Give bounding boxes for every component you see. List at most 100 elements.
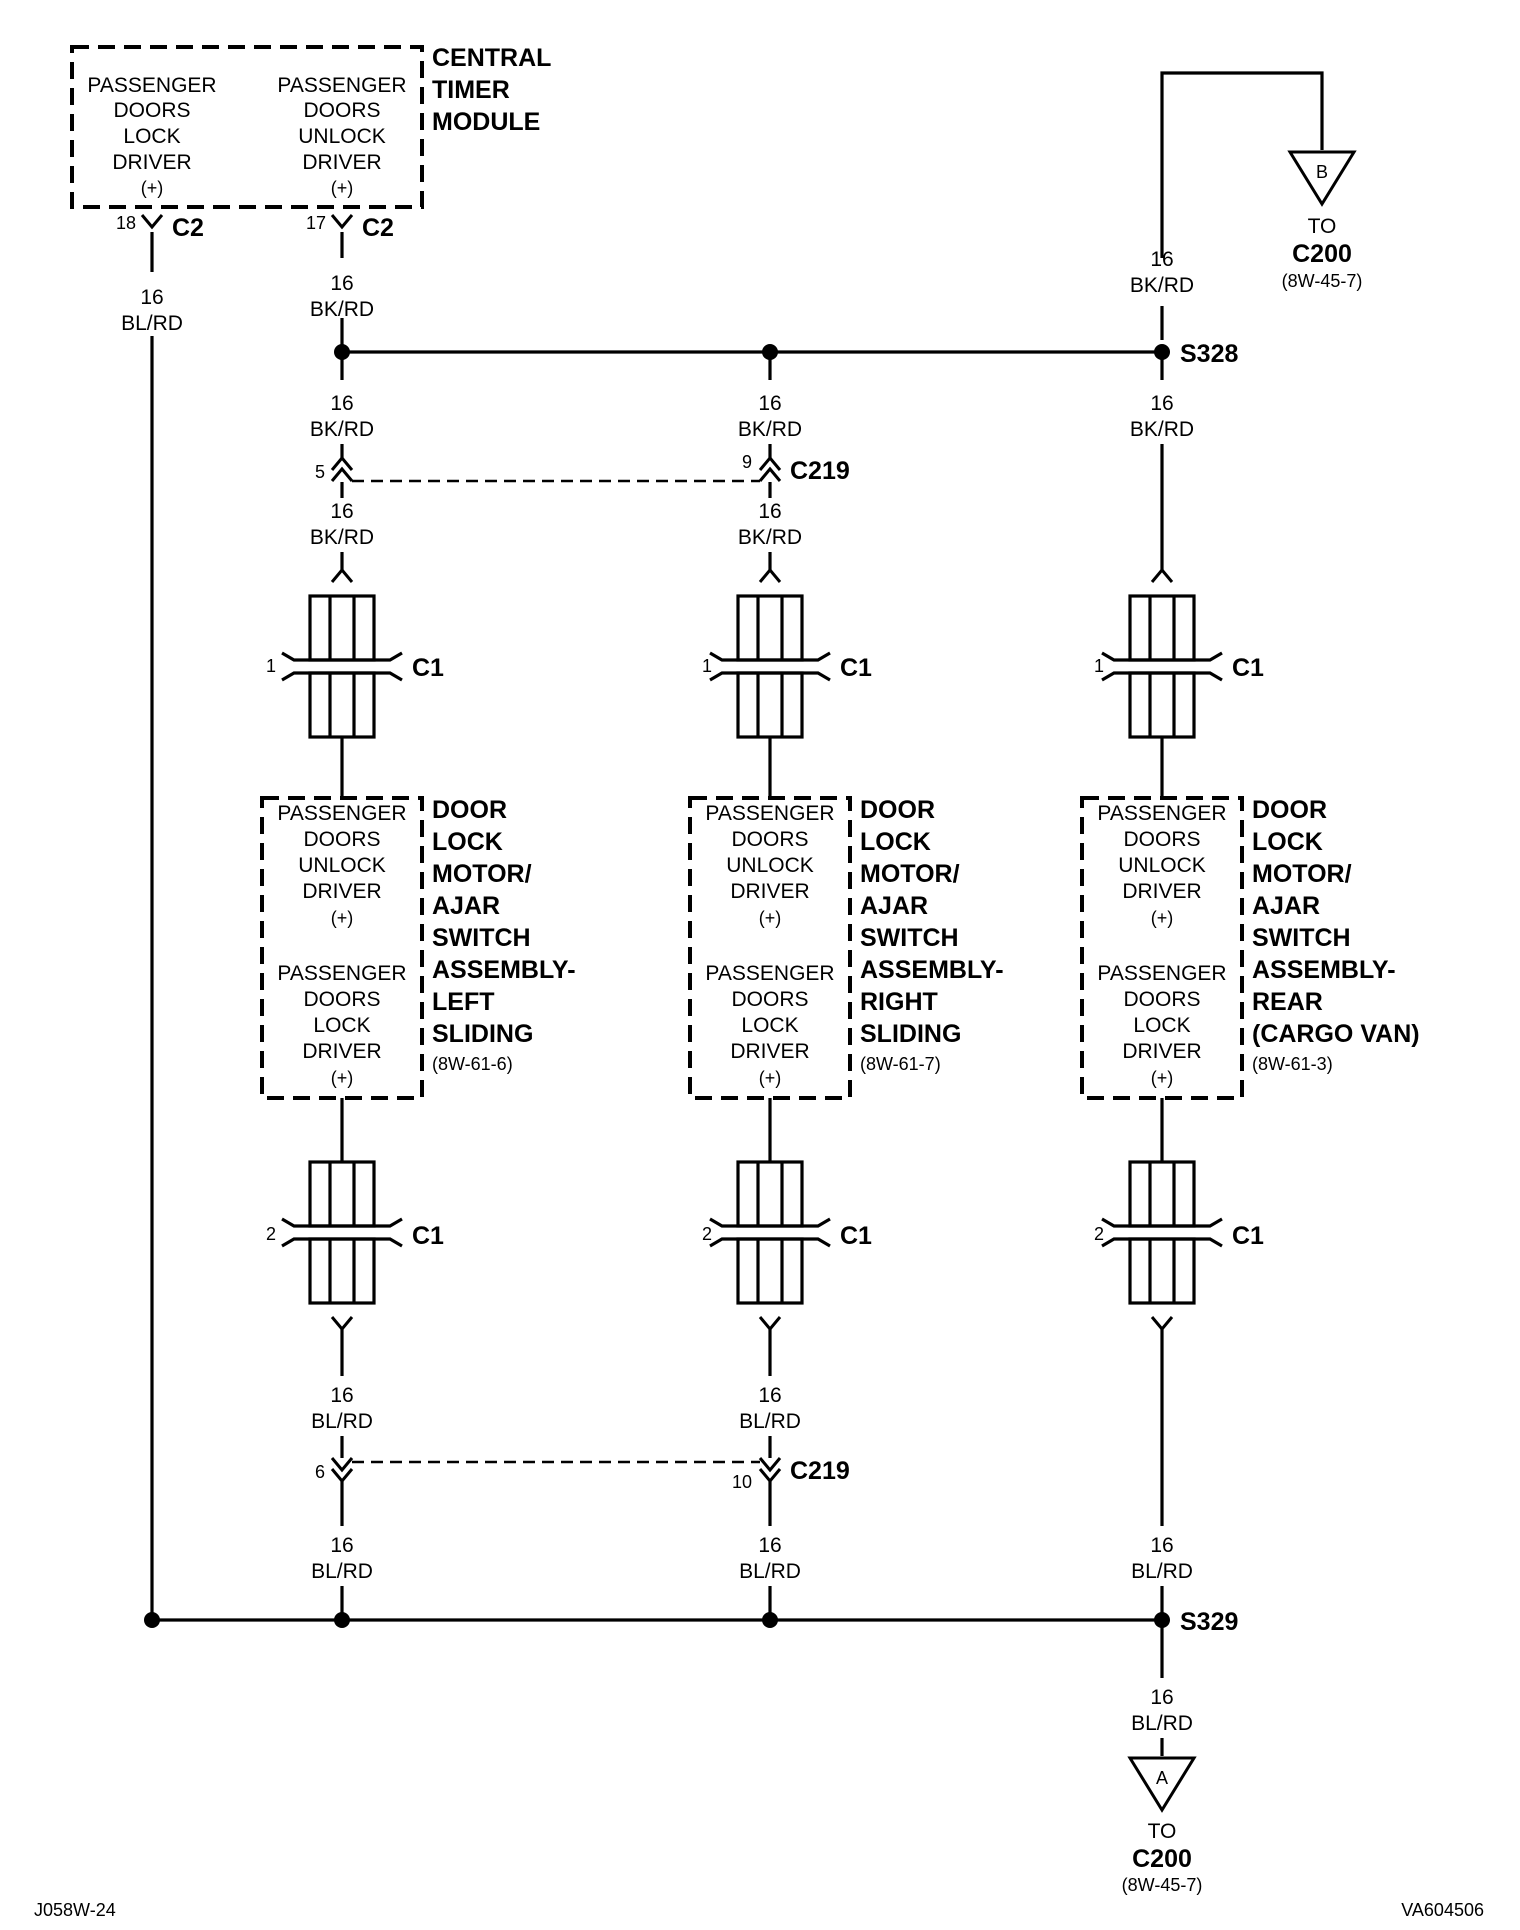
driver-polarity: (+) xyxy=(1151,1068,1174,1088)
wire-gauge: 16 xyxy=(758,392,781,415)
driver-label-line: DOORS xyxy=(303,99,380,122)
driver-polarity: (+) xyxy=(141,178,164,198)
unlock-wire-from-module: 16 BK/RD xyxy=(310,232,374,352)
pin-number: 18 xyxy=(116,213,136,233)
wire-color: BL/RD xyxy=(1131,1712,1193,1735)
driver-label-line: DOORS xyxy=(1123,988,1200,1011)
offpage-letter: B xyxy=(1316,162,1328,182)
wire-color: BL/RD xyxy=(121,312,183,335)
connector-block xyxy=(1128,671,1196,739)
motor-name-line: MOTOR/ xyxy=(860,860,960,888)
motor-name-line: DOOR xyxy=(432,796,507,824)
driver-label-line: UNLOCK xyxy=(298,854,386,877)
lock-wire-main: 16 BL/RD xyxy=(121,232,183,1620)
driver-label-line: DRIVER xyxy=(302,1040,381,1063)
splice-dot xyxy=(144,1612,160,1628)
col1-c1-pin2: 2 C1 xyxy=(266,1098,444,1332)
wire-gauge: 16 xyxy=(330,272,353,295)
wire-gauge: 16 xyxy=(1150,1686,1173,1709)
wire-gauge: 16 xyxy=(758,1384,781,1407)
motor-right-sliding: PASSENGER DOORS UNLOCK DRIVER (+) PASSEN… xyxy=(688,796,1004,1100)
pin-number: 5 xyxy=(315,462,325,482)
driver-label-line: PASSENGER xyxy=(705,962,834,985)
wire-color: BK/RD xyxy=(310,418,374,441)
col3-c1-pin1: 1 C1 xyxy=(1094,567,1264,798)
connector-label: C2 xyxy=(172,214,204,242)
wire-gauge: 16 xyxy=(1150,248,1173,271)
terminal xyxy=(758,1316,782,1332)
driver-label-line: PASSENGER xyxy=(277,74,406,97)
motor-name-line: (CARGO VAN) xyxy=(1252,1020,1420,1048)
motor-name-line: ASSEMBLY- xyxy=(860,956,1004,984)
connector-label: C2 xyxy=(362,214,394,242)
col1-upper-wire: 16 BK/RD 5 16 BK/RD xyxy=(310,352,374,570)
col3-upper-wire: 16 BK/RD xyxy=(1130,352,1194,570)
motor-name-line: SLIDING xyxy=(432,1020,533,1048)
wire-color: BK/RD xyxy=(1130,418,1194,441)
connector-label: C1 xyxy=(412,654,444,682)
pin-number: 1 xyxy=(266,656,276,676)
col3-c1-pin2: 2 C1 xyxy=(1094,1098,1264,1332)
splice-dot xyxy=(762,1612,778,1628)
motor-name-line: RIGHT xyxy=(860,988,938,1016)
motor-name-line: SWITCH xyxy=(1252,924,1351,952)
driver-label-line: PASSENGER xyxy=(705,802,834,825)
module-name-line: TIMER xyxy=(432,76,510,104)
driver-label-line: DOORS xyxy=(113,99,190,122)
wire-gauge: 16 xyxy=(330,500,353,523)
figure-code-left: J058W-24 xyxy=(34,1900,116,1920)
terminal xyxy=(1150,567,1174,583)
central-timer-module-box xyxy=(70,45,424,209)
splice-dot xyxy=(334,1612,350,1628)
driver-label-line: DRIVER xyxy=(302,880,381,903)
pin-number: 2 xyxy=(1094,1224,1104,1244)
connector-block xyxy=(736,1160,804,1228)
driver-label-line: DRIVER xyxy=(1122,880,1201,903)
wire-gauge: 16 xyxy=(330,1384,353,1407)
connector-label: C1 xyxy=(1232,654,1264,682)
connector-block xyxy=(736,594,804,662)
motor-box xyxy=(260,796,424,1100)
pin-number: 2 xyxy=(702,1224,712,1244)
driver-label-line: LOCK xyxy=(313,1014,370,1037)
pin-number: 9 xyxy=(742,452,752,472)
wire-color: BK/RD xyxy=(738,526,802,549)
offpage-connector: C200 xyxy=(1292,240,1352,268)
connector-block xyxy=(1128,1160,1196,1228)
driver-label-line: UNLOCK xyxy=(726,854,814,877)
wire-color: BL/RD xyxy=(311,1560,373,1583)
offpage-connector-a: 16 BL/RD A TO C200 (8W-45-7) xyxy=(1122,1620,1202,1895)
connector-label: C1 xyxy=(412,1222,444,1250)
motor-box xyxy=(1080,796,1244,1100)
wire-color: BL/RD xyxy=(311,1410,373,1433)
col2-upper-wire: 16 BK/RD 9 C219 16 BK/RD xyxy=(738,352,850,570)
driver-label-line: DRIVER xyxy=(112,151,191,174)
motor-name-line: DOOR xyxy=(1252,796,1327,824)
wire-color: BK/RD xyxy=(738,418,802,441)
driver-label-line: DRIVER xyxy=(1122,1040,1201,1063)
central-timer-module: CENTRAL TIMER MODULE PASSENGER DOORS LOC… xyxy=(70,44,551,242)
rear-unlock-wire-top: 16 BK/RD xyxy=(1130,248,1194,340)
wire-color: BL/RD xyxy=(739,1410,801,1433)
c219-terminal xyxy=(758,1457,782,1484)
col2-c1-pin1: 1 C1 xyxy=(702,567,872,798)
wire-color: BK/RD xyxy=(310,526,374,549)
offpage-to: TO xyxy=(1308,215,1337,238)
driver-label-line: LOCK xyxy=(741,1014,798,1037)
splice-s328: S328 xyxy=(334,340,1238,368)
connector-block xyxy=(1128,1237,1196,1305)
driver-label-line: DRIVER xyxy=(730,1040,809,1063)
terminal xyxy=(330,567,354,583)
driver-label-line: DOORS xyxy=(303,988,380,1011)
motor-name-line: AJAR xyxy=(1252,892,1320,920)
pin-number: 1 xyxy=(1094,656,1104,676)
wire-gauge: 16 xyxy=(330,392,353,415)
pin-number: 17 xyxy=(306,213,326,233)
driver-label-line: LOCK xyxy=(123,125,180,148)
wire-color: BL/RD xyxy=(1131,1560,1193,1583)
splice-label: S329 xyxy=(1180,1608,1238,1636)
motor-name-line: AJAR xyxy=(860,892,928,920)
motor-name-line: MOTOR/ xyxy=(432,860,532,888)
driver-polarity: (+) xyxy=(759,908,782,928)
